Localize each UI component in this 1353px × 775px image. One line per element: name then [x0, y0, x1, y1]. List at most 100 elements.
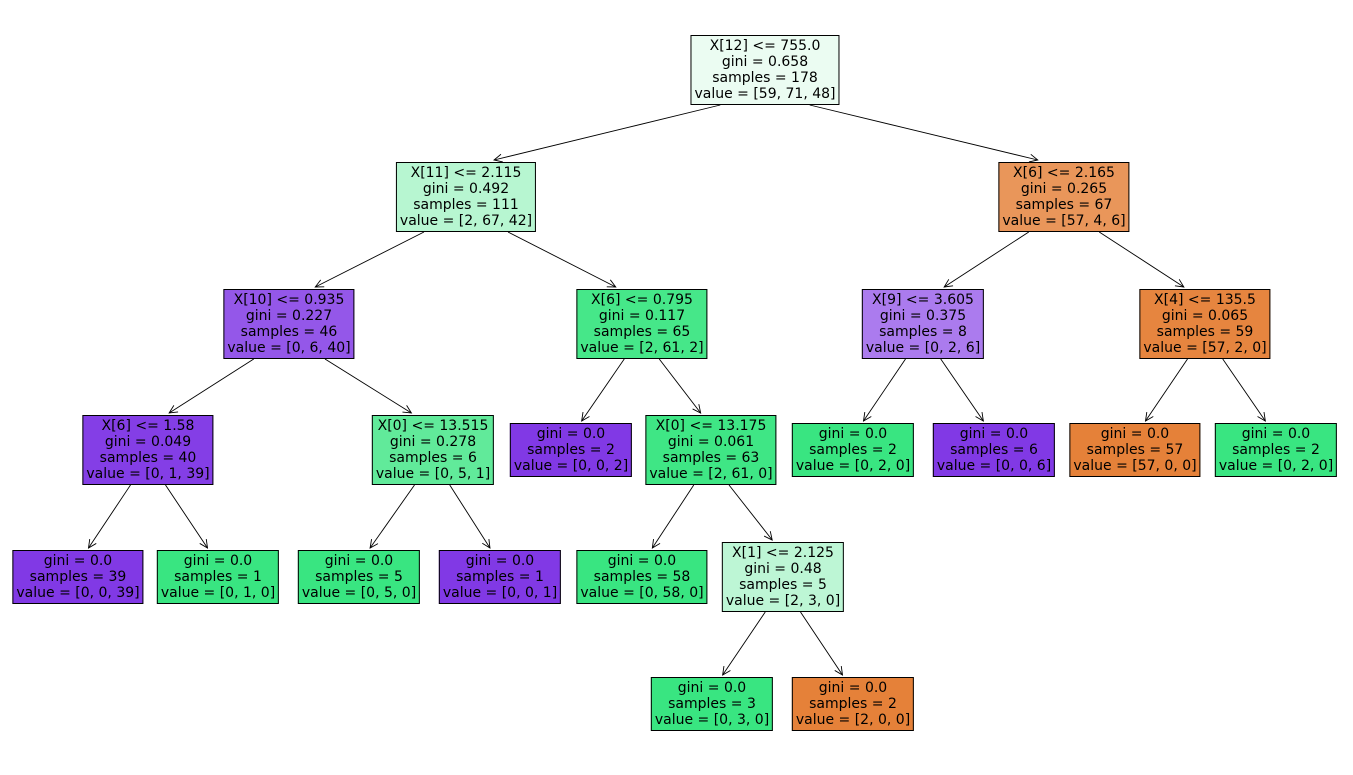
- tree-edge-arrow: [1099, 231, 1185, 288]
- node-text-line: value = [0, 0, 2]: [513, 458, 629, 474]
- node-text-line: X[11] <= 2.115: [410, 165, 522, 181]
- node-text-line: X[6] <= 2.165: [1013, 165, 1115, 181]
- node-text-line: samples = 63: [662, 450, 760, 466]
- node-text-line: value = [0, 1, 0]: [160, 585, 276, 601]
- tree-edge-arrow: [165, 484, 209, 549]
- node-text-line: gini = 0.065: [1161, 308, 1249, 324]
- node-text-line: gini = 0.0: [818, 426, 888, 442]
- node-text-line: samples = 2: [1232, 442, 1320, 458]
- node-text-line: samples = 2: [809, 442, 897, 458]
- tree-edge-arrow: [943, 231, 1029, 288]
- node-text-line: samples = 3: [668, 696, 756, 712]
- node-text-line: gini = 0.0: [324, 553, 394, 569]
- node-text-line: gini = 0.0: [959, 426, 1029, 442]
- node-text-line: samples = 65: [593, 324, 691, 340]
- node-text-line: value = [2, 3, 0]: [725, 593, 841, 609]
- tree-edge-arrow: [722, 611, 766, 676]
- tree-edge-arrow: [728, 484, 773, 541]
- node-text-line: samples = 46: [240, 324, 338, 340]
- node-text-line: samples = 1: [174, 569, 262, 585]
- node-text-line: X[9] <= 3.605: [872, 292, 974, 308]
- node-text-line: value = [0, 2, 0]: [1218, 458, 1334, 474]
- node-text-line: value = [57, 0, 0]: [1073, 458, 1197, 474]
- node-text-line: value = [0, 2, 6]: [865, 340, 981, 356]
- node-text-line: samples = 2: [527, 442, 615, 458]
- node-text-line: X[10] <= 0.935: [233, 292, 345, 308]
- node-text-line: gini = 0.227: [245, 308, 333, 324]
- node-text-line: samples = 5: [739, 577, 827, 593]
- node-text-line: gini = 0.0: [536, 426, 606, 442]
- tree-edge-arrow: [314, 231, 425, 288]
- node-text-line: samples = 6: [950, 442, 1038, 458]
- tree-edge-arrow: [324, 358, 413, 414]
- node-text-line: samples = 2: [809, 696, 897, 712]
- node-text-line: value = [2, 67, 42]: [399, 213, 533, 229]
- node-text-line: X[6] <= 1.58: [101, 418, 195, 434]
- tree-edge-arrow: [581, 358, 625, 422]
- tree-edge-arrow: [507, 231, 617, 288]
- node-text-line: X[1] <= 2.125: [732, 545, 834, 561]
- node-text-line: gini = 0.278: [389, 434, 477, 450]
- node-text-line: gini = 0.0: [607, 553, 677, 569]
- tree-edge-arrow: [862, 358, 906, 422]
- node-text-line: gini = 0.049: [104, 434, 192, 450]
- node-text-line: value = [0, 0, 39]: [16, 585, 140, 601]
- node-text-line: samples = 39: [29, 569, 127, 585]
- node-text-line: value = [0, 5, 0]: [301, 585, 417, 601]
- node-text-line: samples = 57: [1086, 442, 1184, 458]
- node-text-line: gini = 0.117: [598, 308, 686, 324]
- node-text-line: value = [0, 6, 40]: [227, 340, 351, 356]
- node-text-line: value = [57, 4, 6]: [1002, 213, 1126, 229]
- node-text-line: samples = 6: [389, 450, 477, 466]
- node-text-line: samples = 58: [593, 569, 691, 585]
- node-text-line: X[12] <= 755.0: [709, 38, 821, 54]
- node-text-line: samples = 111: [413, 197, 519, 213]
- tree-edge-arrow: [1222, 358, 1266, 422]
- tree-edge-arrow: [87, 484, 131, 549]
- node-text-line: value = [2, 61, 0]: [649, 466, 773, 482]
- node-text-line: samples = 40: [99, 450, 197, 466]
- node-text-line: gini = 0.265: [1020, 181, 1108, 197]
- node-text-line: gini = 0.0: [677, 680, 747, 696]
- node-text-line: gini = 0.658: [721, 54, 809, 70]
- tree-edge-arrow: [658, 358, 702, 414]
- node-text-line: gini = 0.0: [183, 553, 253, 569]
- node-text-line: value = [0, 2, 0]: [795, 458, 911, 474]
- node-text-line: gini = 0.0: [818, 680, 888, 696]
- node-text-line: gini = 0.0: [1241, 426, 1311, 442]
- tree-edge-arrow: [800, 611, 844, 676]
- node-text-line: value = [2, 0, 0]: [795, 712, 911, 728]
- tree-edge-arrow: [1144, 358, 1188, 422]
- node-text-line: gini = 0.061: [667, 434, 755, 450]
- node-text-line: value = [0, 1, 39]: [86, 466, 210, 482]
- node-text-line: samples = 178: [712, 70, 818, 86]
- node-text-line: X[6] <= 0.795: [591, 292, 693, 308]
- node-text-line: value = [0, 0, 1]: [442, 585, 558, 601]
- node-text-line: gini = 0.0: [465, 553, 535, 569]
- node-text-line: samples = 67: [1015, 197, 1113, 213]
- node-text-line: samples = 1: [456, 569, 544, 585]
- tree-edge-arrow: [809, 104, 1039, 163]
- node-text-line: value = [57, 2, 0]: [1143, 340, 1267, 356]
